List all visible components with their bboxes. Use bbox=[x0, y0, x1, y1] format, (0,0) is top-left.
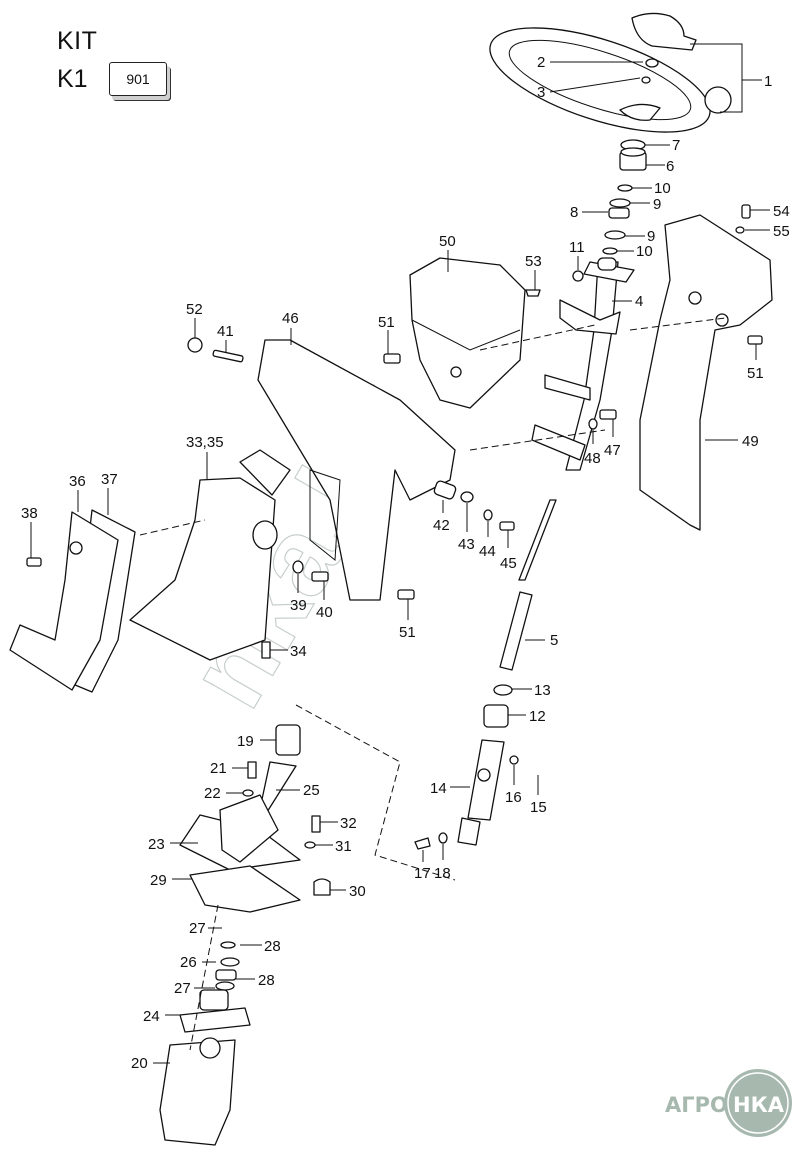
callout-46: 46 bbox=[282, 310, 299, 327]
callout-20: 20 bbox=[131, 1055, 148, 1072]
callout-23: 23 bbox=[148, 836, 165, 853]
steering-column-tube bbox=[531, 257, 635, 471]
logo-circle bbox=[724, 1069, 792, 1137]
callout-10b: 10 bbox=[636, 243, 653, 260]
callout-6: 6 bbox=[666, 158, 674, 175]
callout-51b: 51 bbox=[399, 624, 416, 641]
callout-21: 21 bbox=[210, 760, 227, 777]
callout-49: 49 bbox=[742, 433, 759, 450]
callout-41: 41 bbox=[217, 323, 234, 340]
callout-32: 32 bbox=[340, 815, 357, 832]
callout-39: 39 bbox=[290, 597, 307, 614]
callout-40: 40 bbox=[316, 604, 333, 621]
callout-24: 24 bbox=[143, 1008, 160, 1025]
lower-shaft-parts bbox=[457, 499, 557, 846]
callout-45: 45 bbox=[500, 555, 517, 572]
callout-labels: 1 2 3 4 5 6 7 8 9 9 10 10 11 bbox=[21, 43, 790, 1072]
callout-42: 42 bbox=[433, 517, 450, 534]
callout-7: 7 bbox=[672, 137, 680, 154]
callout-15: 15 bbox=[530, 799, 547, 816]
callout-4: 4 bbox=[635, 293, 643, 310]
lower-assembly bbox=[159, 724, 301, 1146]
callout-55: 55 bbox=[773, 223, 790, 240]
callout-51c: 51 bbox=[747, 365, 764, 382]
callout-36: 36 bbox=[69, 473, 86, 490]
callout-44: 44 bbox=[479, 543, 496, 560]
frame-33-35 bbox=[129, 449, 291, 661]
cover-49 bbox=[639, 214, 773, 531]
kit-number-badge: 901 bbox=[109, 62, 167, 96]
callout-50: 50 bbox=[439, 233, 456, 250]
kit-title: KIT bbox=[57, 27, 98, 55]
callout-28b: 28 bbox=[258, 972, 275, 989]
cover-50 bbox=[409, 257, 526, 409]
callout-34: 34 bbox=[290, 643, 307, 660]
callout-16: 16 bbox=[505, 789, 522, 806]
callout-27a: 27 bbox=[189, 920, 206, 937]
callout-13: 13 bbox=[534, 682, 551, 699]
callout-14: 14 bbox=[430, 780, 447, 797]
callout-9b: 9 bbox=[647, 228, 655, 245]
callout-29: 29 bbox=[150, 872, 167, 889]
kit-code: K1 bbox=[57, 65, 88, 93]
callout-8: 8 bbox=[570, 204, 578, 221]
callout-27b: 27 bbox=[174, 980, 191, 997]
callout-43: 43 bbox=[458, 536, 475, 553]
bracket-46 bbox=[257, 339, 456, 601]
callout-38: 38 bbox=[21, 505, 38, 522]
callout-25: 25 bbox=[303, 782, 320, 799]
column-top-parts bbox=[602, 139, 647, 255]
callout-26: 26 bbox=[180, 954, 197, 971]
callout-51a: 51 bbox=[378, 314, 395, 331]
callout-37: 37 bbox=[101, 471, 118, 488]
callout-3: 3 bbox=[537, 84, 545, 101]
callout-10a: 10 bbox=[654, 180, 671, 197]
callout-28a: 28 bbox=[264, 938, 281, 955]
callout-22: 22 bbox=[204, 785, 221, 802]
logo-text-left: АГРО bbox=[665, 1093, 728, 1117]
callout-17: 17 bbox=[414, 865, 431, 882]
callout-9a: 9 bbox=[653, 196, 661, 213]
callout-19: 19 bbox=[237, 733, 254, 750]
callout-52: 52 bbox=[186, 301, 203, 318]
callout-30: 30 bbox=[349, 883, 366, 900]
callout-1: 1 bbox=[764, 73, 772, 90]
callout-12: 12 bbox=[529, 708, 546, 725]
steering-wheel bbox=[489, 12, 732, 133]
callout-47: 47 bbox=[604, 442, 621, 459]
callout-54: 54 bbox=[773, 203, 790, 220]
logo-text-right: НКА bbox=[733, 1093, 785, 1117]
callout-31: 31 bbox=[335, 838, 352, 855]
callout-48: 48 bbox=[584, 450, 601, 467]
callout-11: 11 bbox=[569, 239, 585, 256]
callout-33-35: 33,35 bbox=[186, 434, 224, 451]
callout-18: 18 bbox=[434, 865, 451, 882]
assembly-lines bbox=[139, 317, 726, 1051]
agronka-logo: АГРО НКА bbox=[665, 1069, 792, 1137]
plates-36-37 bbox=[9, 509, 136, 693]
callout-2: 2 bbox=[537, 54, 545, 71]
callout-5: 5 bbox=[550, 632, 558, 649]
callout-53: 53 bbox=[525, 253, 542, 270]
